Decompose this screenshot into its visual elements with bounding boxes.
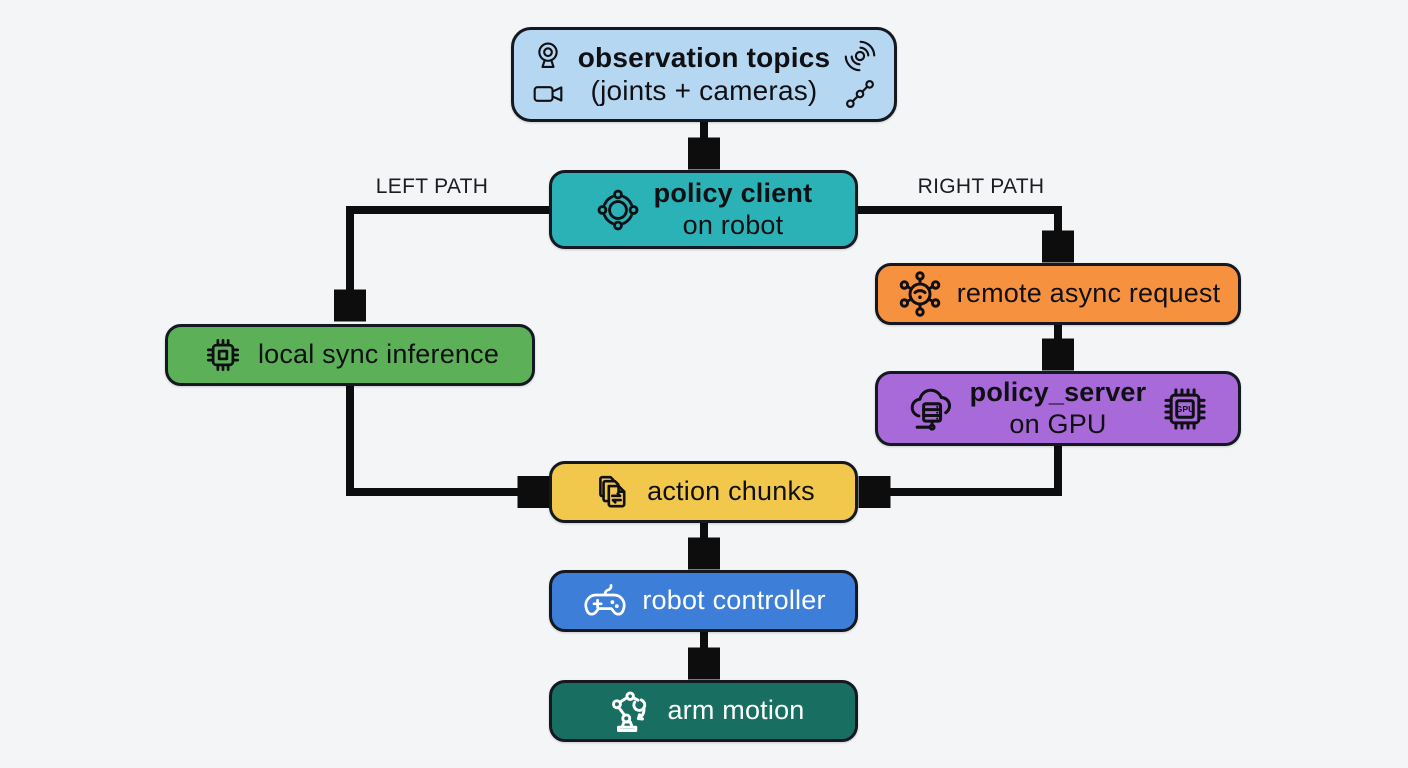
cpu-chip-icon [201,333,245,377]
node-observation-topics: observation topics (joints + cameras) [511,27,897,122]
node-label: observation topics (joints + cameras) [577,41,831,106]
robot-arm-icon [602,685,654,737]
node-label: policy client on robot [653,177,813,240]
video-camera-icon [531,77,565,111]
edge-policy-server-to-action-chunks [888,446,1062,492]
node-policy-server: policy_server on GPU GPU [875,371,1241,446]
node-local-sync-inference: local sync inference [165,324,535,386]
gamepad-icon [581,577,629,625]
node-remote-async-request: remote async request [875,263,1241,325]
node-policy-client: policy client on robot [549,170,858,249]
left-path-label: LEFT PATH [375,175,489,198]
linked-nodes-icon [843,77,877,111]
documents-transfer-icon [592,471,634,513]
webcam-icon [531,39,565,73]
cloud-server-icon [905,383,957,435]
node-label: action chunks [647,476,815,507]
right-path-label: RIGHT PATH [917,175,1045,198]
node-action-chunks: action chunks [549,461,858,523]
edge-policy-client-to-local-sync [350,206,549,292]
node-robot-controller: robot controller [549,570,858,632]
gpu-chip-icon: GPU [1159,383,1211,435]
node-label: robot controller [642,585,826,616]
node-label: remote async request [956,278,1221,309]
gpu-chip-label: GPU [1176,403,1195,413]
edge-policy-client-to-remote-async [858,206,1058,233]
signal-icon [843,39,877,73]
node-label: arm motion [667,695,805,726]
node-label: local sync inference [257,339,500,370]
network-hub-icon [896,270,944,318]
node-arm-motion: arm motion [549,680,858,742]
orbit-hub-icon [595,187,641,233]
edge-local-sync-to-action-chunks [346,386,520,492]
node-label: policy_server on GPU [969,376,1147,439]
